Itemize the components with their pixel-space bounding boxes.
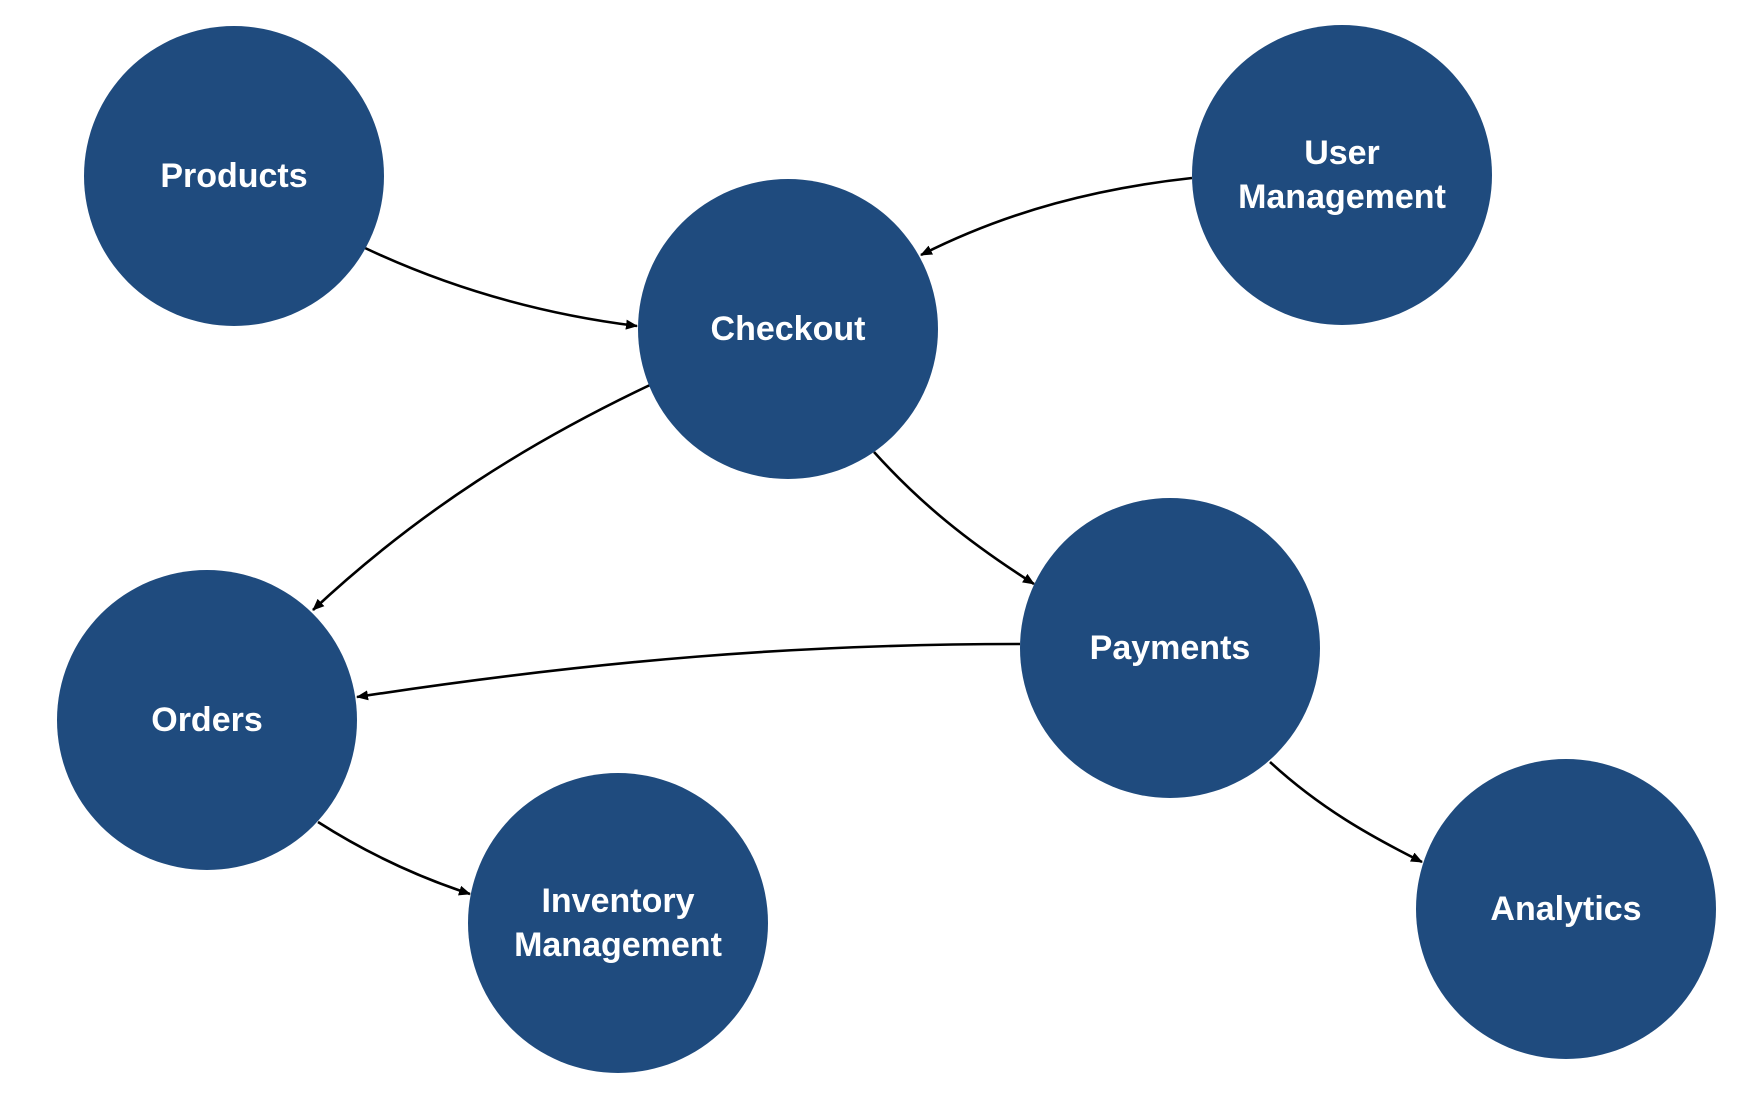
node-label-orders-line-1: Orders xyxy=(151,701,263,739)
node-label-payments-line-1: Payments xyxy=(1090,629,1251,667)
edge-orders-to-inventory-management xyxy=(317,820,471,896)
node-circle-analytics xyxy=(1416,759,1716,1059)
node-label-inventory-management-line-1: Inventory xyxy=(541,882,694,920)
node-circle-inventory-management xyxy=(468,773,768,1073)
node-label-user-management-line-1: User xyxy=(1304,134,1380,172)
edge-payments-to-analytics xyxy=(1269,761,1423,864)
node-checkout: Checkout xyxy=(638,179,938,479)
edge-products-to-checkout xyxy=(364,246,638,330)
node-orders: Orders xyxy=(57,570,357,870)
node-circle-checkout xyxy=(638,179,938,479)
edge-checkout-to-payments xyxy=(873,451,1035,586)
node-label-user-management-line-2: Management xyxy=(1238,178,1446,216)
node-circle-orders xyxy=(57,570,357,870)
node-products: Products xyxy=(84,26,384,326)
edges-layer xyxy=(312,176,1423,896)
edge-user-management-to-checkout xyxy=(920,176,1193,257)
node-payments: Payments xyxy=(1020,498,1320,798)
node-label-checkout-line-1: Checkout xyxy=(711,310,866,348)
node-label-inventory-management-line-2: Management xyxy=(514,926,722,964)
edge-checkout-to-orders xyxy=(312,383,651,611)
node-label-products-line-1: Products xyxy=(160,157,307,195)
node-analytics: Analytics xyxy=(1416,759,1716,1059)
node-label-analytics-line-1: Analytics xyxy=(1490,890,1641,928)
node-circle-user-management xyxy=(1192,25,1492,325)
nodes-layer: ProductsCheckoutUserManagementOrdersPaym… xyxy=(57,25,1716,1073)
node-circle-products xyxy=(84,26,384,326)
edge-payments-to-orders xyxy=(356,642,1021,701)
node-circle-payments xyxy=(1020,498,1320,798)
